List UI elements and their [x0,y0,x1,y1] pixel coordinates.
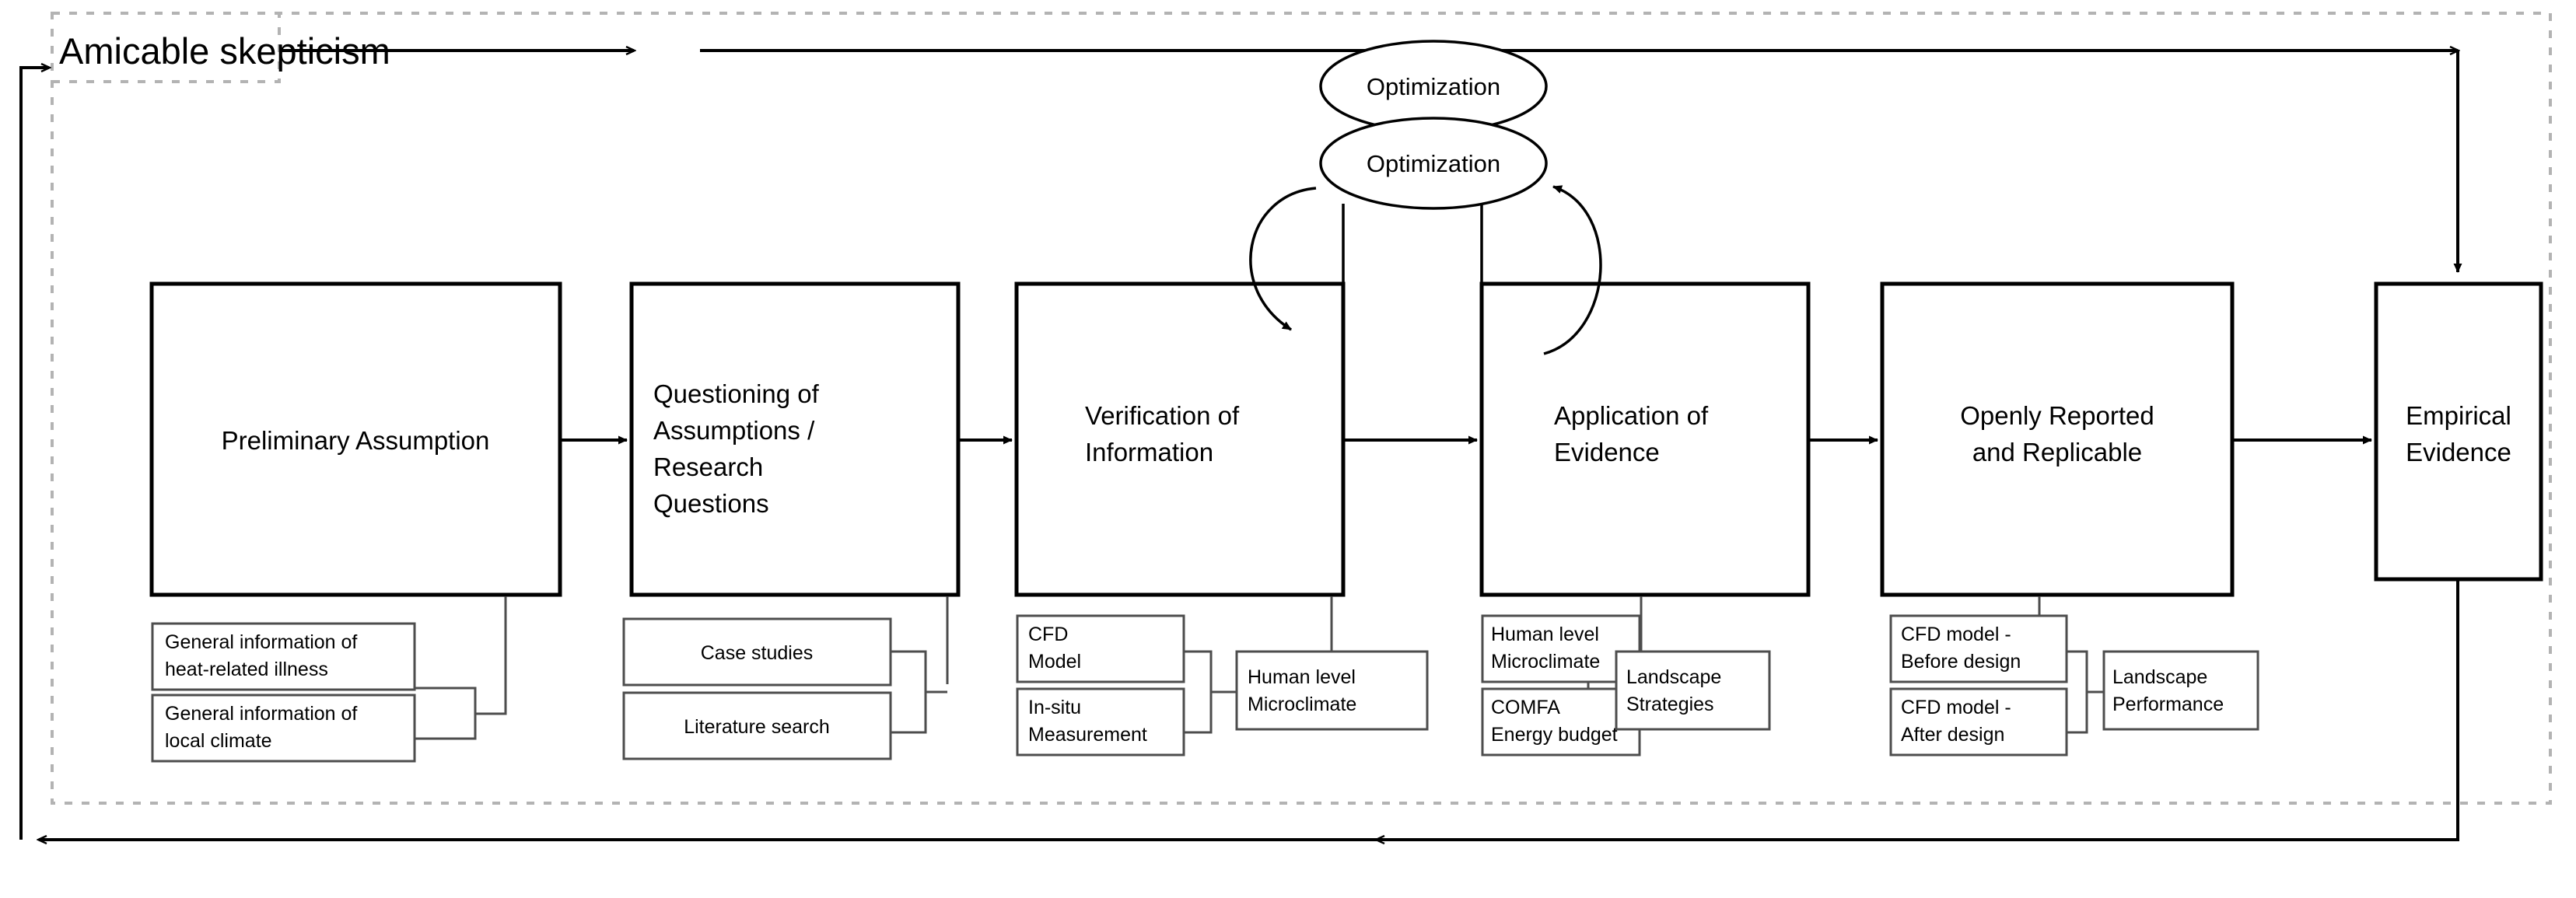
sub-box-in-situ-measurement[interactable] [1016,687,1185,756]
optimization-label-top: Optimization [1367,73,1500,100]
stage-label-application-of-evidence: Application of [1554,401,1709,430]
banner-label: Amicable skepticism [59,30,390,72]
bracket-group1-stem [475,684,507,715]
stage-label-empirical-evidence: Empirical [2406,401,2511,430]
bottom-return-rail [39,579,2459,840]
stage-label-questioning-of-assumptions: Questioning of [653,379,820,408]
svg-text:After design: After design [1901,724,2004,746]
svg-text:Microclimate: Microclimate [1491,651,1600,673]
stage-box-verification-of-information[interactable] [1014,281,1346,597]
svg-text:Strategies: Strategies [1626,694,1714,715]
sub-label-human-level-microclimate-1-line1: Human level [1248,666,1356,688]
sub-box-general-information-heat-related-illness[interactable] [151,622,416,691]
sub-box-cfd-model-before-design[interactable] [1889,614,2068,683]
stage-label-openly-reported-and-replicable: Openly Reported [1960,401,2154,430]
stage-label-preliminary-assumption: Preliminary Assumption [222,426,490,455]
sub-label-comfa-line1: COMFA [1491,697,1560,718]
bracket-group1 [415,687,477,740]
outer-dashed-frame [51,12,2552,805]
svg-text:Assumptions /: Assumptions / [653,416,815,445]
stage-box-empirical-evidence[interactable] [2374,281,2543,582]
stage-box-preliminary-assumption[interactable] [149,281,562,597]
banner-dashed-box [52,13,281,83]
sub-label-local-climate-line1: General information of [165,703,357,725]
sub-box-human-level-microclimate-2[interactable] [1481,614,1641,683]
bracket-group5 [2067,650,2088,734]
svg-text:Before design: Before design [1901,651,2021,673]
svg-text:heat-related illness: heat-related illness [165,659,328,680]
sub-box-cfd-model-after-design[interactable] [1889,687,2068,756]
sub-box-landscape-performance[interactable] [2102,650,2259,731]
sub-label-in-situ-line1: In-situ [1028,697,1081,718]
sub-label-literature-search: Literature search [684,716,830,738]
stage-box-application-of-evidence[interactable] [1479,281,1811,597]
sub-label-cfd-before-line1: CFD model - [1901,624,2011,645]
sub-label-cfd-after-line1: CFD model - [1901,697,2011,718]
bracket-group2 [891,650,927,734]
stage-label-verification-of-information: Verification of [1085,401,1240,430]
svg-text:Information: Information [1085,438,1213,466]
sub-box-general-information-local-climate[interactable] [151,694,416,763]
optimization-loop-left-arc [1249,187,1317,331]
optimization-label-bottom: Optimization [1367,150,1500,177]
bracket-group3 [1184,650,1213,734]
svg-text:local climate: local climate [165,730,272,752]
optimization-loop-right-arc [1543,185,1602,355]
sub-label-landscape-strategies-line1: Landscape [1626,666,1721,688]
svg-text:Research: Research [653,452,763,481]
sub-box-human-level-microclimate-1[interactable] [1235,650,1429,731]
sub-label-heat-related-illness-line1: General information of [165,631,357,653]
svg-text:Model: Model [1028,651,1081,673]
sub-box-comfa-energy-budget[interactable] [1481,687,1641,756]
stage-box-questioning-of-assumptions[interactable] [629,281,961,597]
left-return-rail [19,68,49,840]
sub-label-case-studies: Case studies [701,642,814,664]
sub-box-cfd-model[interactable] [1016,614,1185,683]
svg-text:Microclimate: Microclimate [1248,694,1356,715]
svg-text:and Replicable: and Replicable [1972,438,2142,466]
svg-text:Performance: Performance [2112,694,2224,715]
sub-box-case-studies[interactable] [622,617,892,687]
svg-text:Energy budget: Energy budget [1491,724,1618,746]
sub-label-human-level-microclimate-2-line1: Human level [1491,624,1599,645]
svg-text:Evidence: Evidence [2406,438,2511,466]
svg-text:Questions: Questions [653,489,769,518]
optimization-ellipse-bottom[interactable] [1319,117,1548,210]
svg-text:Measurement: Measurement [1028,724,1147,746]
svg-text:Evidence: Evidence [1554,438,1660,466]
sub-box-landscape-strategies[interactable] [1615,650,1771,731]
sub-label-cfd-model-line1: CFD [1028,624,1068,645]
sub-label-landscape-performance-line1: Landscape [2112,666,2207,688]
sub-box-literature-search[interactable] [622,691,892,760]
stage-box-openly-reported-and-replicable[interactable] [1880,281,2235,597]
